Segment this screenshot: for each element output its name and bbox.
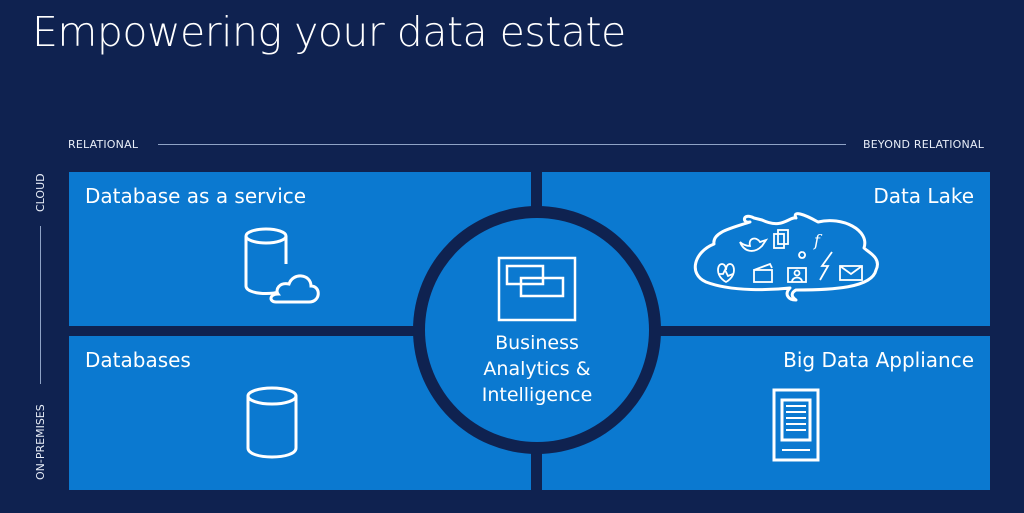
quadrant-label: Databases — [85, 348, 191, 372]
data-lake-cloud-icon: f — [693, 212, 879, 302]
axis-label-beyond-relational: BEYOND RELATIONAL — [863, 138, 985, 151]
appliance-icon — [772, 388, 820, 462]
slide-title: Empowering your data estate — [32, 8, 626, 56]
quadrant-label: Big Data Appliance — [783, 348, 974, 372]
svg-text:f: f — [813, 231, 823, 250]
axis-divider-vertical — [40, 226, 41, 384]
center-label-line3: Intelligence — [481, 384, 593, 406]
axis-divider-horizontal — [158, 144, 846, 145]
center-label: Business Analytics & Intelligence — [425, 330, 649, 408]
center-business-analytics: Business Analytics & Intelligence — [425, 218, 649, 442]
axis-label-relational: RELATIONAL — [68, 138, 139, 151]
axis-label-cloud: CLOUD — [34, 173, 47, 212]
center-label-line1: Business — [495, 332, 579, 354]
center-label-line2: Analytics & — [483, 358, 591, 380]
database-cloud-icon — [244, 227, 320, 304]
axis-label-on-premises: ON-PREMISES — [34, 404, 47, 480]
database-icon — [246, 386, 298, 459]
quadrant-label: Database as a service — [85, 184, 307, 208]
quadrant-label: Data Lake — [873, 184, 974, 208]
dashboard-icon — [497, 256, 577, 322]
